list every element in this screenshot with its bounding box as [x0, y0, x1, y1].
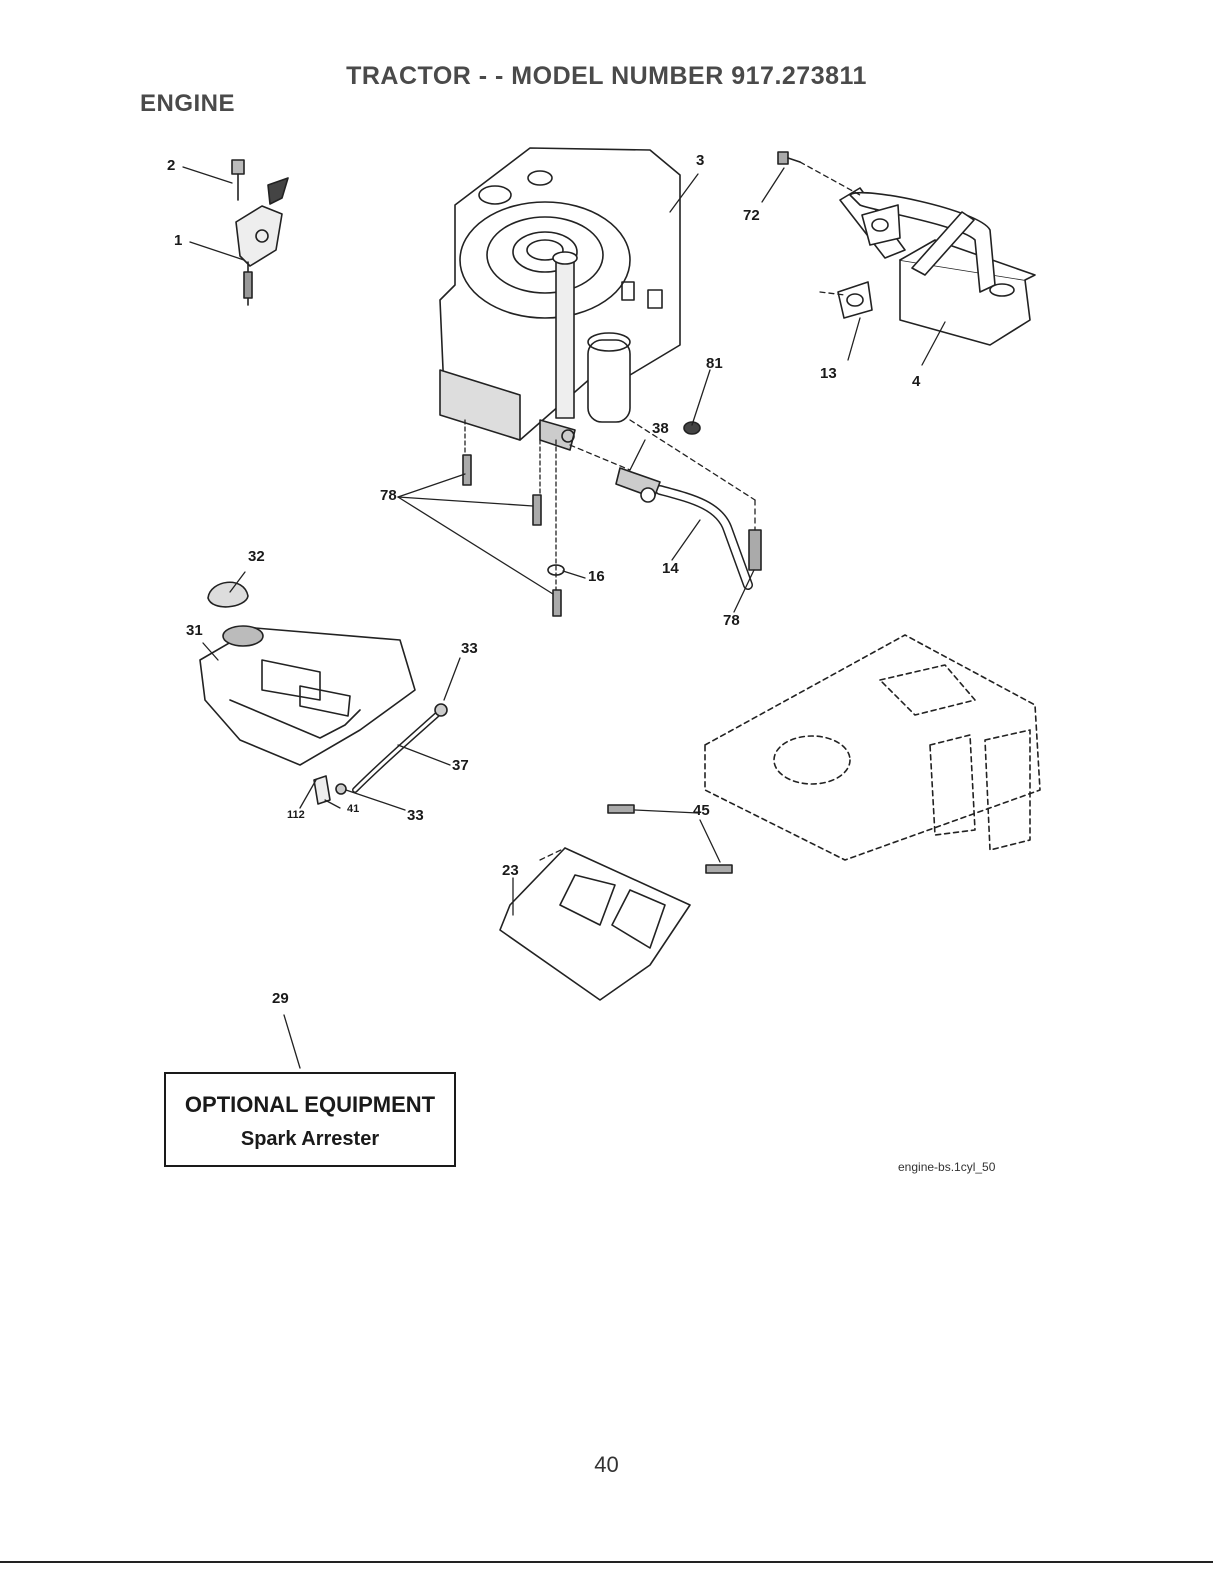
- callout-4: 4: [912, 373, 920, 390]
- callout-37: 37: [452, 757, 469, 774]
- fuel-tank-part: [200, 582, 447, 804]
- callout-32: 32: [248, 548, 265, 565]
- callout-29: 29: [272, 990, 289, 1007]
- callout-81: 81: [706, 355, 723, 372]
- callout-23: 23: [502, 862, 519, 879]
- optional-equipment-item: Spark Arrester: [166, 1128, 454, 1151]
- callout-38: 38: [652, 420, 669, 437]
- chassis-frame: [705, 635, 1040, 860]
- callout-41: 41: [347, 803, 359, 815]
- callout-31: 31: [186, 622, 203, 639]
- page-number: 40: [0, 1452, 1213, 1478]
- callout-72: 72: [743, 207, 760, 224]
- bolts-part: [463, 455, 761, 616]
- callout-1: 1: [174, 232, 182, 249]
- diagram-reference-code: engine-bs.1cyl_50: [898, 1160, 995, 1174]
- callout-14: 14: [662, 560, 679, 577]
- callout-13: 13: [820, 365, 837, 382]
- callout-33-bottom: 33: [407, 807, 424, 824]
- callout-45: 45: [693, 802, 710, 819]
- callout-16: 16: [588, 568, 605, 585]
- fuel-line-part: [616, 422, 748, 585]
- callout-3: 3: [696, 152, 704, 169]
- throttle-control-part: [232, 160, 288, 305]
- callout-78-right: 78: [723, 612, 740, 629]
- heat-shield-part: [500, 805, 732, 1000]
- callout-2: 2: [167, 157, 175, 174]
- callout-33-top: 33: [461, 640, 478, 657]
- callout-78-left: 78: [380, 487, 397, 504]
- optional-equipment-box: OPTIONAL EQUIPMENT Spark Arrester: [164, 1072, 456, 1167]
- optional-equipment-heading: OPTIONAL EQUIPMENT: [166, 1092, 454, 1118]
- engine-part: [440, 148, 680, 450]
- callout-112: 112: [287, 809, 305, 821]
- muffler-part: [778, 152, 1035, 345]
- bottom-rule: [0, 1561, 1213, 1563]
